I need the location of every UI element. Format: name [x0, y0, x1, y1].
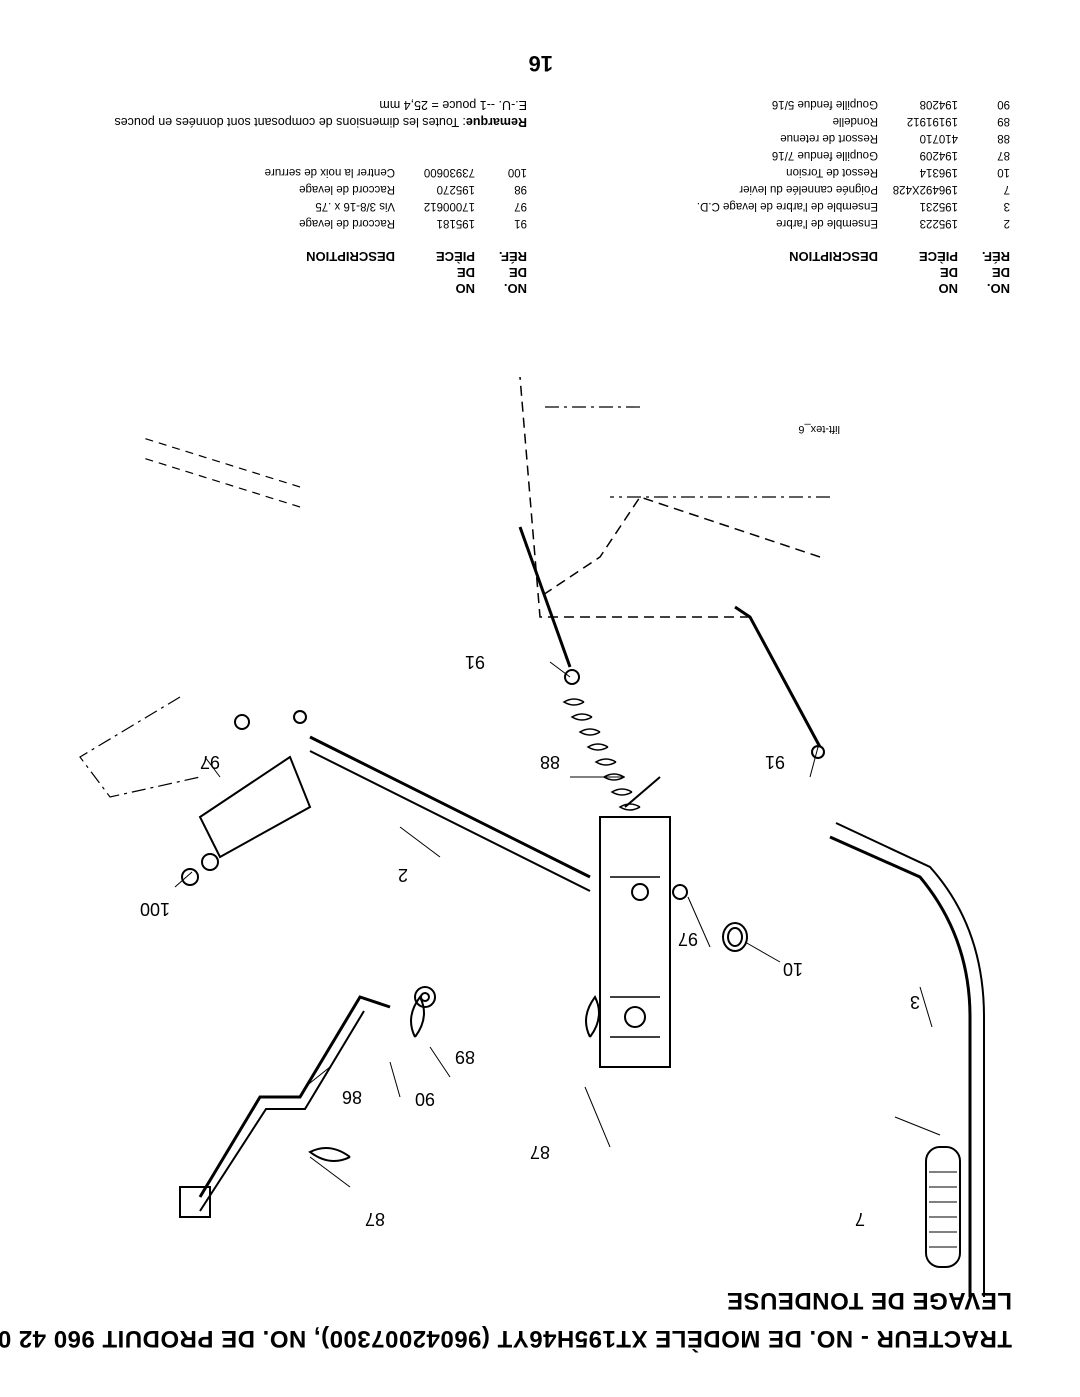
header-description: DESCRIPTION — [789, 249, 878, 265]
callout-100: 100 — [139, 899, 170, 919]
lift-link-left-part — [518, 526, 572, 668]
locknut-part — [181, 868, 199, 886]
header-ref: RÉF. — [981, 249, 1010, 265]
callout-87b: 87 — [364, 1209, 385, 1229]
extension-spring-part — [562, 698, 661, 811]
header-ref: DE — [508, 265, 527, 281]
callout-87: 87 — [529, 1142, 550, 1162]
callout-2: 2 — [397, 865, 408, 885]
handle-grip-part — [925, 1146, 961, 1268]
torsion-spring-part — [722, 922, 748, 952]
cotter-pin-part — [308, 1147, 351, 1162]
header-part: NO — [938, 281, 959, 297]
lift-bracket-part — [599, 816, 671, 1068]
callout-89: 89 — [454, 1047, 475, 1067]
rod-end-part — [179, 1186, 211, 1218]
callout-97: 97 — [677, 929, 698, 949]
callout-91b: 91 — [464, 652, 485, 672]
header-part: DE — [939, 265, 958, 281]
callout-91: 91 — [764, 752, 785, 772]
header-ref: NO. — [503, 281, 527, 297]
bolt-part — [672, 884, 688, 900]
lift-arm-part — [198, 755, 312, 859]
header-description: DESCRIPTION — [306, 249, 395, 265]
lift-lever-rod-part — [829, 835, 972, 1297]
note-label: Remarque — [465, 115, 527, 129]
callout-97b: 97 — [199, 752, 220, 772]
header-ref: NO. — [986, 281, 1010, 297]
washer-part — [414, 986, 436, 1008]
header-part: NO — [455, 281, 476, 297]
header-part: PIÈCE — [435, 249, 475, 265]
note-text: : Toutes les dimensions de composant son… — [114, 98, 527, 129]
lift-rod-part — [198, 995, 391, 1198]
dimensions-note: Remarque: Toutes les dimensions de compo… — [107, 96, 527, 130]
bolt-part — [234, 714, 250, 730]
callout-10: 10 — [782, 959, 803, 979]
callout-86: 86 — [341, 1087, 362, 1107]
header-part: PIÈCE — [918, 249, 958, 265]
page-number: 16 — [528, 51, 553, 76]
image-code: lift-tex_6 — [798, 423, 840, 435]
cotter-pin-part — [585, 995, 600, 1038]
callout-3: 3 — [909, 992, 920, 1012]
header-ref: RÉF. — [498, 249, 527, 265]
header-ref: DE — [991, 265, 1010, 281]
lift-shaft-part — [309, 735, 591, 879]
lift-link-right-part — [734, 605, 822, 748]
header-part: DE — [456, 265, 475, 281]
callout-90: 90 — [414, 1089, 435, 1109]
callout-88: 88 — [539, 752, 560, 772]
callout-7: 7 — [854, 1209, 865, 1229]
